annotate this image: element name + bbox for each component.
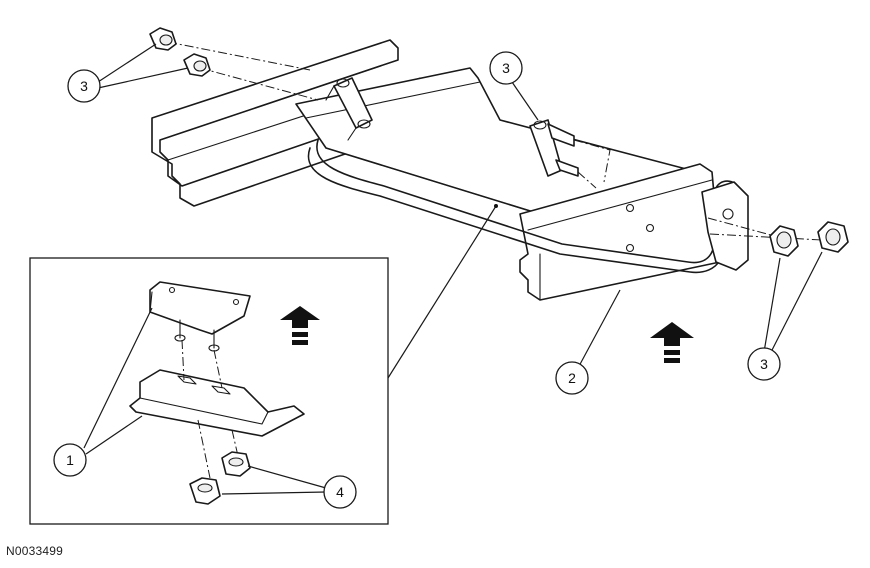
u-bolt-bracket-left <box>325 77 373 141</box>
callout-4: 4 <box>323 475 357 509</box>
nut-right-a <box>769 225 799 257</box>
callout-1: 1 <box>53 443 87 477</box>
callout-3-top-mid: 3 <box>489 51 523 85</box>
up-arrow-icon <box>280 306 320 345</box>
inset-pointer-dot <box>494 204 498 208</box>
callout-label: 3 <box>760 356 768 372</box>
callout-3-top-left: 3 <box>67 69 101 103</box>
callout-label: 3 <box>502 60 510 76</box>
inset-nut-a <box>221 451 251 477</box>
callout-leaders <box>83 43 823 495</box>
callout-label: 3 <box>80 78 88 94</box>
assembly-guides <box>167 41 823 241</box>
callout-label: 2 <box>568 370 576 386</box>
nut-top-left-b <box>183 53 211 77</box>
up-arrow-icon <box>650 322 694 363</box>
callout-2: 2 <box>555 361 589 395</box>
detail-inset <box>29 257 389 525</box>
right-end-link-bracket <box>701 181 749 271</box>
callout-label: 1 <box>66 452 74 468</box>
inset-lower-retainer <box>129 369 305 437</box>
callout-3-right: 3 <box>747 347 781 381</box>
inset-pointer-line <box>387 205 497 379</box>
inset-nut-b <box>189 477 221 505</box>
nut-right-b <box>817 221 849 253</box>
u-bolt-clamp <box>529 119 579 177</box>
nut-top-left-a <box>149 27 177 51</box>
frame-rail-lower <box>519 163 721 301</box>
figure-id: N0033499 <box>6 544 63 558</box>
callout-label: 4 <box>336 484 344 500</box>
